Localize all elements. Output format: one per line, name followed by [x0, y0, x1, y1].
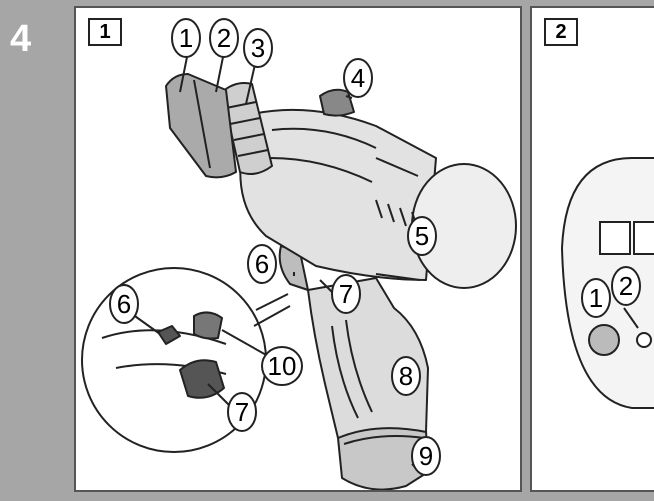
- step-number: 4: [10, 18, 32, 60]
- callout-5-motor-housing: 5: [407, 216, 437, 256]
- callout-label: 7: [235, 397, 249, 427]
- callout-6-inset: 6: [109, 284, 139, 324]
- panel-1-callouts: 1 2 3 4 5 6 7 8 9 6 10 7: [109, 18, 441, 476]
- callout-9-battery: 9: [411, 436, 441, 476]
- callout-label: 4: [351, 63, 365, 93]
- callout-3-torque-ring: 3: [243, 28, 273, 68]
- callout-label: 2: [619, 271, 633, 301]
- callout-label: 6: [117, 289, 131, 319]
- callout-2-chuck-collar: 2: [209, 18, 239, 58]
- callout-4-direction-switch: 4: [343, 58, 373, 98]
- callout-6-gear-selector: 6: [247, 244, 277, 284]
- callout-label: 6: [255, 249, 269, 279]
- callout-7-trigger: 7: [331, 274, 361, 314]
- callout-label: 8: [399, 361, 413, 391]
- callout-label: 9: [419, 441, 433, 471]
- callout-10-inset: 10: [261, 346, 303, 386]
- drill-illustration: 1 2 3 4 5 6 7 8 9 6 10 7: [81, 18, 517, 490]
- callout-7-inset: 7: [227, 392, 257, 432]
- callout-label: 1: [179, 23, 193, 53]
- callout-1-chuck: 1: [171, 18, 201, 58]
- callout-label: 3: [251, 33, 265, 63]
- callout-label: 7: [339, 279, 353, 309]
- callout-label: 1: [589, 283, 603, 313]
- panel-2-label: 2: [544, 18, 578, 46]
- panel-2: 2 1 2: [530, 6, 654, 492]
- panel-2-callouts: 1 2: [581, 266, 641, 318]
- callout-8-handle: 8: [391, 356, 421, 396]
- battery-indicator-illustration: 1 2: [560, 157, 654, 409]
- callout-label: 10: [268, 351, 297, 381]
- panel-1: 1: [74, 6, 522, 492]
- callout-1-indicator-led: 1: [581, 278, 611, 318]
- callout-label: 5: [415, 221, 429, 251]
- callout-2-indicator-button: 2: [611, 266, 641, 306]
- callout-label: 2: [217, 23, 231, 53]
- panel-1-label: 1: [88, 18, 122, 46]
